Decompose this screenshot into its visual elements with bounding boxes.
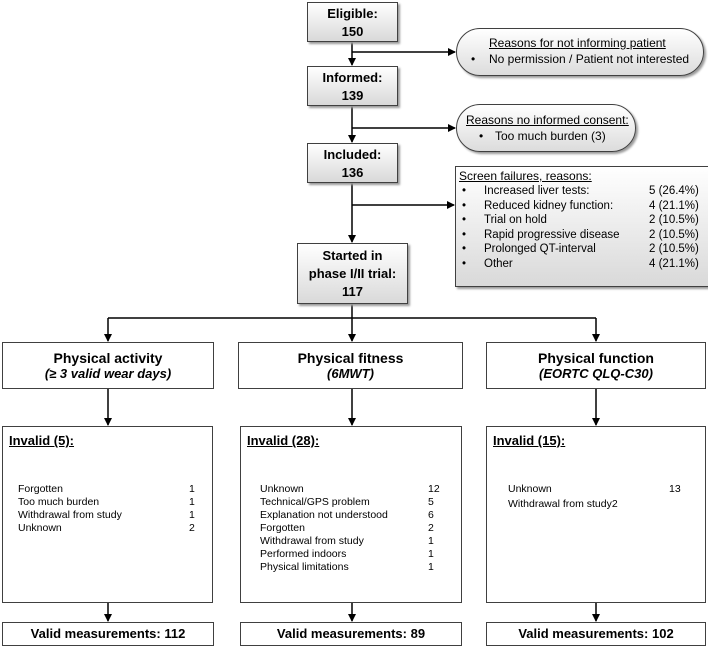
function-header-box: Physical function (EORTC QLQ-C30) — [486, 342, 706, 389]
informed-count: 139 — [341, 88, 364, 103]
invalid-reason-count: 6 — [428, 509, 434, 521]
fitness-valid-box: Valid measurements: 89 — [240, 622, 462, 646]
invalid-reason-count: 1 — [189, 483, 195, 495]
bullet: • — [479, 129, 484, 143]
included-count: 136 — [341, 165, 364, 180]
screen-failure-label: Rapid progressive disease — [484, 228, 620, 241]
invalid-reason-label: Forgotten — [18, 483, 63, 495]
invalid-reason-count: 1 — [189, 509, 195, 521]
bullet: • — [462, 228, 467, 241]
screen-failure-value: 2 (10.5%) — [649, 214, 699, 226]
no-consent-title: Reasons no informed consent: — [466, 113, 629, 127]
bullet: • — [462, 185, 467, 197]
function-valid-label: Valid measurements: 102 — [518, 626, 674, 641]
screen-failure-row: • Trial on hold 2 (10.5%) — [456, 213, 708, 228]
screen-failure-value: 4 (21.1%) — [649, 257, 699, 270]
fitness-subtitle: (6MWT) — [327, 366, 374, 381]
screen-failure-value: 4 (21.1%) — [649, 199, 699, 212]
started-line2: phase I/II trial: — [308, 266, 397, 281]
no-consent-item: Too much burden (3) — [495, 129, 606, 143]
screen-failure-row: • Reduced kidney function: 4 (21.1%) — [456, 199, 708, 214]
started-count: 117 — [342, 284, 363, 299]
invalid-reason-count: 12 — [428, 483, 440, 495]
screen-failure-label: Trial on hold — [484, 214, 547, 226]
screen-failure-label: Prolonged QT-interval — [484, 243, 596, 255]
fitness-valid-label: Valid measurements: 89 — [276, 626, 426, 641]
bullet: • — [471, 52, 476, 66]
activity-header-box: Physical activity (≥ 3 valid wear days) — [2, 342, 214, 389]
informed-box: Informed: 139 — [307, 66, 398, 106]
invalid-reason-count: 5 — [428, 496, 434, 508]
fitness-title: Physical fitness — [297, 350, 404, 366]
activity-title: Physical activity — [53, 350, 163, 366]
activity-valid-label: Valid measurements: 112 — [30, 626, 186, 641]
function-subtitle: (EORTC QLQ-C30) — [539, 366, 653, 381]
function-valid-box: Valid measurements: 102 — [486, 622, 706, 646]
bullet: • — [462, 214, 467, 226]
informed-label: Informed: — [322, 70, 383, 85]
bullet: • — [462, 199, 467, 212]
screen-failure-label: Reduced kidney function: — [484, 199, 614, 212]
no-consent-box: Reasons no informed consent: • Too much … — [456, 104, 636, 152]
screen-failures-title: Screen failures, reasons: — [459, 169, 592, 183]
screen-failure-row: • Prolonged QT-interval 2 (10.5%) — [456, 242, 708, 257]
screen-failure-value: 2 (10.5%) — [649, 228, 699, 241]
screen-failure-row: • Increased liver tests: 5 (26.4%) — [456, 184, 708, 199]
fitness-invalid-title: Invalid (28): — [247, 433, 320, 448]
invalid-reason-label: Unknown — [260, 483, 304, 495]
invalid-reason-label: Withdrawal from study — [260, 535, 364, 547]
eligible-count: 150 — [341, 24, 364, 39]
invalid-reason-label: Unknown — [508, 483, 552, 495]
included-box: Included: 136 — [307, 143, 398, 183]
screen-failures-list: • Increased liver tests: 5 (26.4%) • Reduced… — [456, 184, 708, 271]
invalid-reason-label: Withdrawal from study — [18, 509, 122, 521]
screen-failure-label: Other — [484, 257, 513, 270]
invalid-reason-label: Unknown — [18, 522, 62, 534]
not-informing-title: Reasons for not informing patient — [489, 36, 666, 50]
invalid-reason-count: 1 — [428, 535, 434, 547]
screen-failure-value: 5 (26.4%) — [649, 185, 699, 197]
invalid-reason-count: 13 — [669, 483, 681, 495]
activity-subtitle: (≥ 3 valid wear days) — [44, 366, 172, 381]
invalid-reason-count: 2 — [189, 522, 195, 534]
eligible-box: Eligible: 150 — [307, 2, 398, 42]
started-box: Started in phase I/II trial: 117 — [297, 243, 408, 304]
activity-invalid-title: Invalid (5): — [9, 433, 75, 448]
invalid-reason-label: Too much burden — [18, 496, 100, 508]
screen-failure-row: • Other 4 (21.1%) — [456, 257, 708, 272]
screen-failure-value: 2 (10.5%) — [649, 243, 699, 255]
invalid-reason-label: Performed indoors — [260, 548, 347, 560]
activity-valid-box: Valid measurements: 112 — [2, 622, 214, 646]
invalid-reason-label: Explanation not understood — [260, 509, 388, 521]
screen-failure-row: • Rapid progressive disease 2 (10.5%) — [456, 228, 708, 243]
bullet: • — [462, 243, 467, 255]
screen-failure-label: Increased liver tests: — [484, 185, 590, 197]
invalid-reason-label: Technical/GPS problem — [260, 496, 370, 508]
invalid-reason-label: Withdrawal from study2 — [508, 497, 618, 510]
invalid-reason-count: 1 — [428, 548, 434, 560]
invalid-reason-count: 1 — [428, 561, 434, 573]
fitness-header-box: Physical fitness (6MWT) — [238, 342, 463, 389]
function-invalid-title: Invalid (15): — [493, 433, 566, 448]
function-title: Physical function — [538, 350, 654, 366]
not-informing-item: No permission / Patient not interested — [489, 52, 690, 66]
included-label: Included: — [323, 147, 382, 162]
bullet: • — [462, 257, 467, 270]
screen-failures-box: Screen failures, reasons: • Increased liv… — [455, 166, 708, 287]
invalid-reason-label: Physical limitations — [260, 561, 349, 573]
started-line1: Started in — [322, 248, 383, 263]
invalid-reason-count: 2 — [428, 522, 434, 534]
invalid-reason-count: 1 — [189, 496, 195, 508]
not-informing-box: Reasons for not informing patient • No p… — [456, 28, 704, 76]
eligible-label: Eligible: — [327, 6, 378, 21]
invalid-reason-label: Forgotten — [260, 522, 305, 534]
